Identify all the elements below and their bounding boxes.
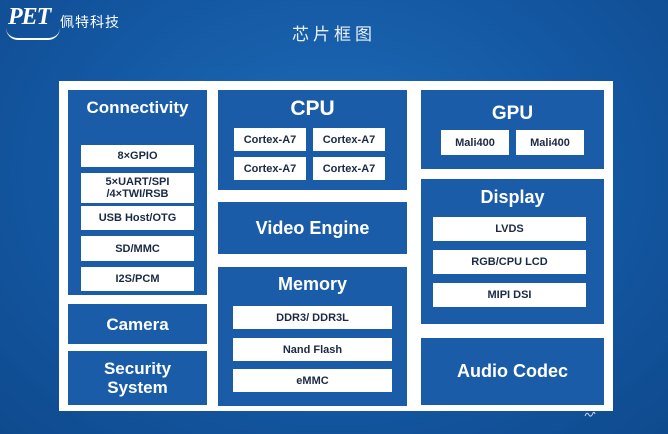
i2s-pcm-chip: I2S/PCM — [81, 267, 194, 291]
watermark-icon — [584, 411, 596, 417]
mipi-dsi-chip: MIPI DSI — [433, 283, 586, 307]
camera-title: Camera — [106, 314, 169, 334]
connectivity-title: Connectivity — [86, 98, 189, 117]
security-title: Security System — [68, 351, 207, 405]
audio-codec-title: Audio Codec — [457, 361, 568, 381]
memory-block: Memory DDR3/ DDR3L Nand Flash eMMC — [218, 267, 407, 406]
camera-block: Camera — [68, 304, 207, 344]
gpu-title: GPU — [491, 103, 534, 124]
connectivity-block: Connectivity 8×GPIO 5×UART/SPI /4×TWI/RS… — [68, 90, 207, 295]
cpu-core-3: Cortex-A7 — [234, 157, 306, 180]
nand-flash-chip: Nand Flash — [233, 338, 392, 361]
ddr-chip: DDR3/ DDR3L — [233, 306, 392, 329]
usb-chip: USB Host/OTG — [81, 206, 194, 230]
audio-codec-block: Audio Codec — [421, 338, 604, 405]
company-logo: PET 佩特科技 — [6, 4, 136, 42]
security-block: Security System — [68, 351, 207, 405]
security-title-line2: System — [107, 378, 168, 397]
uart-spi-chip: 5×UART/SPI /4×TWI/RSB — [81, 173, 194, 203]
gpu-core-2: Mali400 — [516, 130, 584, 155]
logo-mark: PET — [8, 4, 51, 30]
cpu-title: CPU — [290, 97, 335, 120]
security-title-line1: Security — [103, 359, 172, 378]
display-title: Display — [480, 187, 545, 207]
gpu-block: GPU Mali400 Mali400 — [421, 90, 604, 169]
emmc-chip: eMMC — [233, 369, 392, 392]
rgb-cpu-lcd-chip: RGB/CPU LCD — [433, 250, 586, 274]
logo-swoosh — [6, 28, 60, 40]
lvds-chip: LVDS — [433, 217, 586, 241]
memory-title: Memory — [277, 274, 348, 294]
video-engine-title: Video Engine — [255, 217, 370, 238]
cpu-core-2: Cortex-A7 — [313, 128, 385, 151]
sd-mmc-chip: SD/MMC — [81, 236, 194, 261]
gpio-chip: 8×GPIO — [81, 145, 194, 167]
cpu-core-1: Cortex-A7 — [234, 128, 306, 151]
uart-spi-line2: /4×TWI/RSB — [106, 188, 169, 200]
cpu-core-4: Cortex-A7 — [313, 157, 385, 180]
gpu-core-1: Mali400 — [441, 130, 509, 155]
display-block: Display LVDS RGB/CPU LCD MIPI DSI — [421, 179, 604, 324]
uart-spi-line1: 5×UART/SPI — [105, 176, 170, 188]
chip-diagram-board: Connectivity 8×GPIO 5×UART/SPI /4×TWI/RS… — [59, 81, 613, 411]
page-title: 芯片框图 — [292, 25, 376, 45]
cpu-block: CPU Cortex-A7 Cortex-A7 Cortex-A7 Cortex… — [218, 90, 407, 190]
company-name: 佩特科技 — [60, 15, 120, 31]
video-engine-block: Video Engine — [218, 202, 407, 254]
